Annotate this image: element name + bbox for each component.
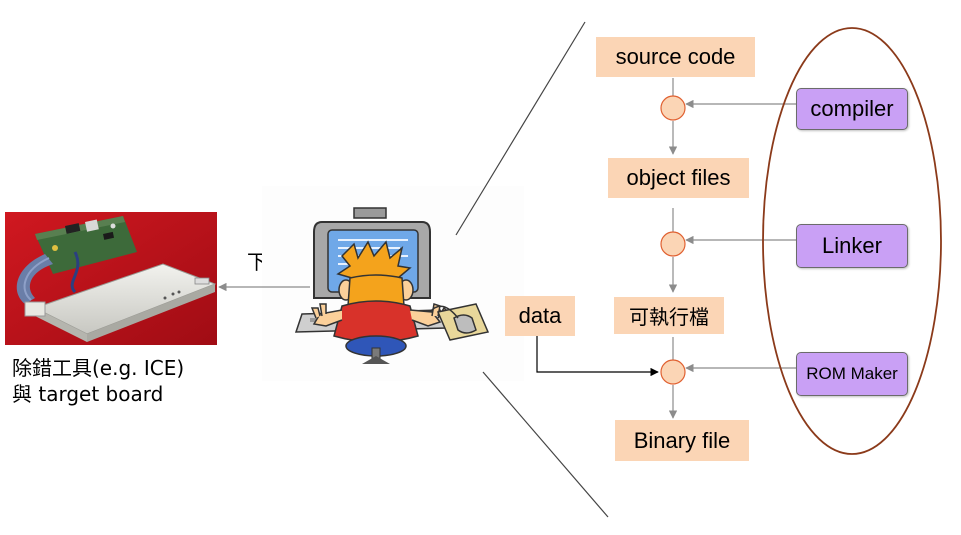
linker-box: Linker — [796, 224, 908, 268]
rom-maker-box: ROM Maker — [796, 352, 908, 396]
junction-rom — [660, 359, 686, 385]
programmer-clipart — [262, 186, 524, 381]
binary-file-box: Binary file — [615, 420, 749, 461]
junction-link — [660, 231, 686, 257]
debug-tool-photo — [5, 212, 217, 345]
compiler-box: compiler — [796, 88, 908, 130]
caption-line-1: 除錯工具(e.g. ICE) — [12, 356, 185, 380]
perspective-line-bottom — [482, 371, 609, 518]
executable-box: 可執行檔 — [614, 297, 724, 334]
data-arrow — [536, 336, 659, 377]
data-box: data — [505, 296, 575, 336]
tools-ellipse — [762, 27, 942, 455]
source-code-box: source code — [596, 37, 755, 77]
programmer-at-computer-icon — [262, 186, 524, 381]
object-files-box: object files — [608, 158, 749, 198]
caption-line-2: 與 target board — [12, 382, 164, 406]
debug-tool-board-icon — [5, 212, 217, 345]
perspective-line-top — [455, 21, 586, 236]
junction-compile — [660, 95, 686, 121]
